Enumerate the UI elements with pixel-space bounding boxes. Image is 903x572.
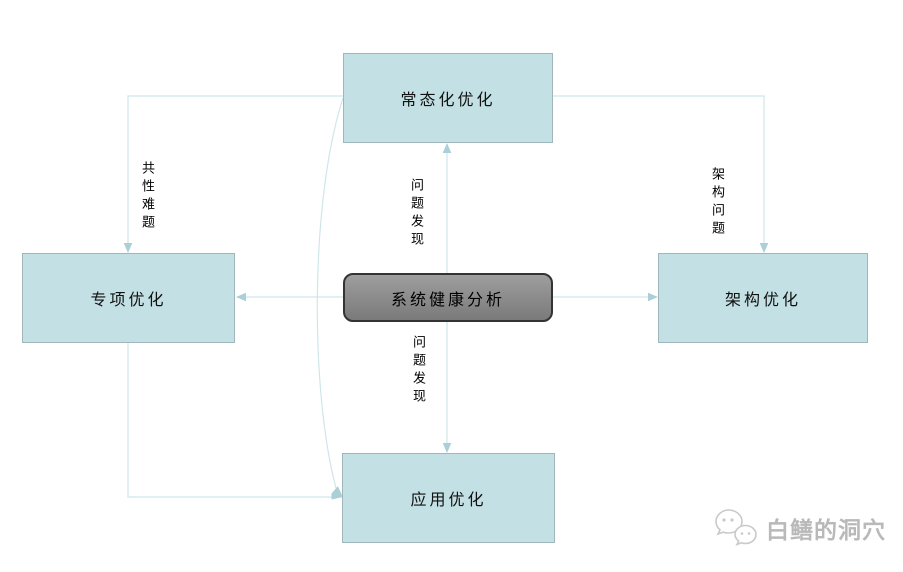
watermark-text: 白鳝的洞穴: [766, 517, 886, 543]
edge-left-to-bottom: [127, 343, 334, 498]
edge-top-to-bottom-curve: [316, 97, 344, 489]
node-architecture-optimization: 架构优化: [658, 253, 868, 343]
edge-label-architecture-problems: 架构问题: [710, 167, 725, 239]
node-special-optimization: 专项优化: [22, 253, 235, 343]
edge-label-problem-discovery-top: 问题发现: [409, 178, 424, 250]
arrowhead-into-left: [236, 292, 246, 302]
arrowhead-top-left-elbow: [123, 243, 133, 253]
edge-top-to-left: [127, 95, 343, 245]
arrowhead-into-top: [442, 143, 452, 153]
arrowhead-into-bottom-left: [331, 486, 343, 500]
edge-label-problem-discovery-bottom: 问题发现: [411, 335, 426, 407]
watermark: 白鳝的洞穴: [712, 508, 886, 548]
arrowhead-into-bottom: [442, 443, 452, 453]
node-system-health-analysis: 系统健康分析: [343, 273, 553, 322]
chat-bubbles-icon: [715, 509, 757, 547]
edge-label-common-problems: 共性难题: [140, 161, 155, 233]
arrowhead-top-right-elbow: [759, 243, 769, 253]
node-normalized-optimization: 常态化优化: [343, 53, 553, 143]
node-application-optimization: 应用优化: [342, 453, 555, 543]
arrowhead-into-right: [648, 292, 658, 302]
edge-top-to-right: [553, 95, 765, 245]
